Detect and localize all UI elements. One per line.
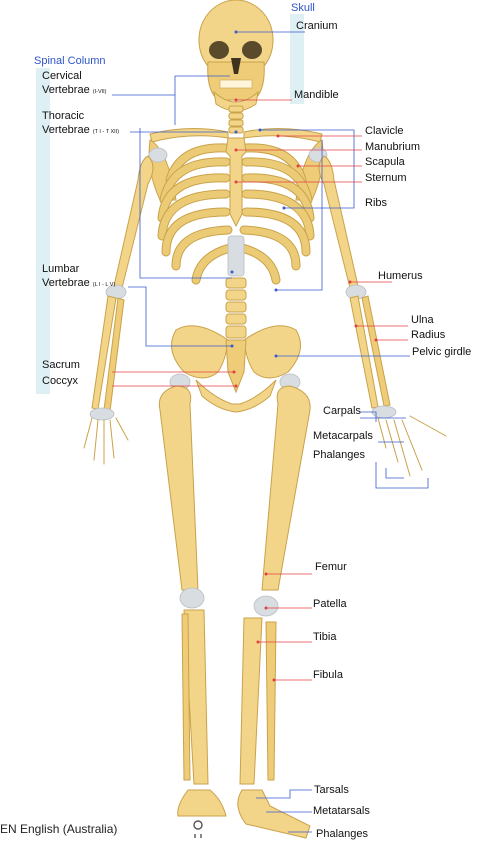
label-ribs: Ribs [365, 197, 388, 209]
left-leg-bone [158, 385, 227, 817]
leader-lines-blue [112, 30, 429, 833]
label-lumbar-range: (L I - L V) [92, 282, 116, 288]
label-metatarsals: Metatarsals [313, 805, 370, 817]
label-tarsals: Tarsals [314, 784, 349, 796]
label-coccyx: Coccyx [42, 375, 79, 387]
ribcage-bone [157, 137, 315, 285]
label-femur: Femur [315, 561, 347, 573]
spinal-column-band [36, 68, 50, 394]
label-metacarpals: Metacarpals [313, 430, 373, 442]
spine-bone [225, 235, 247, 339]
skull-bone [198, 0, 274, 112]
label-humerus: Humerus [378, 270, 423, 282]
label-thoracic-line2: Vertebrae (T I - T XII) [42, 124, 120, 136]
label-sternum: Sternum [365, 172, 407, 184]
label-manubrium: Manubrium [365, 141, 421, 153]
label-hand-phalanges: Phalanges [313, 449, 365, 461]
label-lumbar-line2: Vertebrae (L I - L V) [42, 277, 116, 289]
label-thoracic-range: (T I - T XII) [92, 129, 120, 135]
right-leg-bone [237, 385, 311, 839]
label-mandible: Mandible [294, 89, 339, 101]
right-arm-bone [318, 155, 447, 477]
label-cranium: Cranium [296, 20, 338, 32]
label-radius: Radius [411, 329, 446, 341]
label-scapula: Scapula [365, 156, 405, 168]
label-patella: Patella [313, 598, 347, 610]
label-tibia: Tibia [313, 631, 337, 643]
label-lumbar-line1: Lumbar [42, 263, 80, 275]
group-label-spinal-column: Spinal Column [34, 55, 106, 67]
leader-lines-red [112, 98, 408, 682]
language-indicator[interactable]: EN English (Australia) [0, 822, 118, 836]
label-cervical-line1: Cervical [42, 70, 82, 82]
label-thoracic-line1: Thoracic [42, 110, 85, 122]
label-fibula: Fibula [313, 669, 343, 681]
left-arm-bone [83, 155, 154, 465]
label-cervical-line2: Vertebrae (I-VII) [42, 84, 107, 96]
label-pelvic-girdle: Pelvic girdle [412, 346, 472, 358]
skull-band [290, 14, 304, 104]
label-ulna: Ulna [411, 314, 434, 326]
input-indicator-icon[interactable] [191, 820, 205, 840]
label-sacrum: Sacrum [42, 359, 80, 371]
label-foot-phalanges: Phalanges [316, 828, 368, 840]
cervical-vertebrae-bone [228, 105, 244, 134]
label-cervical-range: (I-VII) [92, 89, 107, 95]
group-label-skull: Skull [291, 2, 315, 14]
label-clavicle: Clavicle [365, 125, 404, 137]
label-carpals: Carpals [323, 405, 361, 417]
